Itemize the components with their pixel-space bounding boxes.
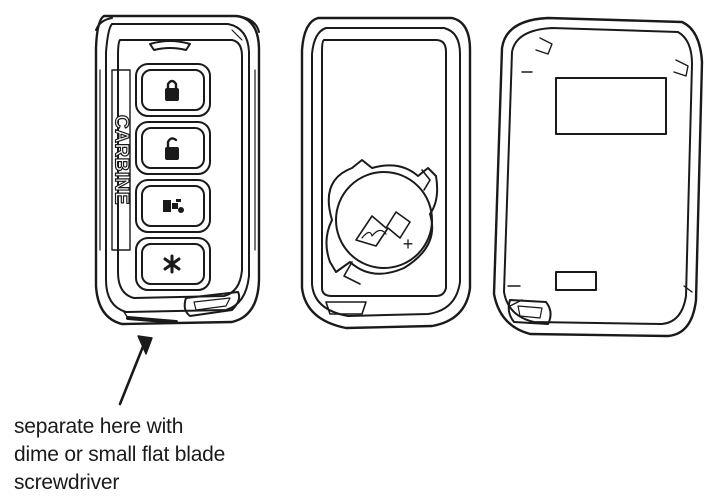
callout-caption: separate here with dime or small flat bl… <box>14 413 314 497</box>
brand-text: CARBINE <box>111 115 132 205</box>
lock-icon <box>165 88 179 101</box>
lock-button[interactable] <box>135 63 211 117</box>
back-small-window <box>555 271 597 291</box>
callout-arrow <box>118 335 153 406</box>
unlock-button[interactable] <box>135 121 211 175</box>
unlock-shackle <box>166 137 178 150</box>
lock-shackle <box>166 79 178 91</box>
remote-start-icon <box>163 199 184 213</box>
callout-line-1: separate here with <box>14 415 184 438</box>
remote-open-case: + <box>300 16 472 330</box>
aux-button[interactable] <box>135 237 211 291</box>
brand-logo: CARBINE <box>110 114 132 205</box>
callout-line-2: dime or small flat blade <box>14 443 226 466</box>
aux-star-icon <box>163 254 181 274</box>
unlock-icon <box>165 147 179 160</box>
callout-line-3: screwdriver <box>14 471 120 494</box>
circuit-board <box>321 39 447 297</box>
coin-battery <box>335 171 433 269</box>
battery-holder <box>325 159 439 285</box>
remote-start-button[interactable] <box>135 179 211 233</box>
remote-back-cover <box>492 16 704 338</box>
separation-seam <box>126 316 178 324</box>
back-label-window <box>555 77 667 135</box>
remote-front: CARBINE <box>94 14 261 326</box>
battery-polarity-label: + <box>403 234 414 254</box>
